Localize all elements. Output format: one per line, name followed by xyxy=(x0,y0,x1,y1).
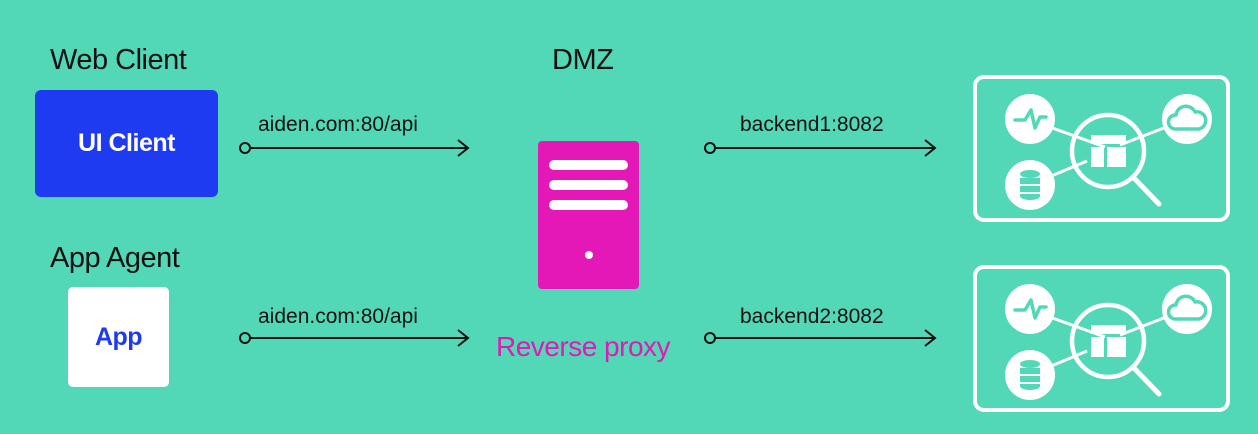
web-client-title: Web Client xyxy=(50,44,187,76)
backend1-panel-icon xyxy=(975,77,1228,220)
edge-label-backend2: backend2:8082 xyxy=(740,305,884,328)
edge-label-backend1: backend1:8082 xyxy=(740,113,884,136)
server-tower-icon xyxy=(538,141,639,289)
arrow-app-to-proxy xyxy=(239,329,470,347)
ui-client-box: UI Client xyxy=(35,90,218,197)
ui-client-label: UI Client xyxy=(78,129,175,157)
app-agent-title: App Agent xyxy=(50,242,180,274)
app-box: App xyxy=(68,287,169,387)
arrow-web-to-proxy xyxy=(239,139,470,157)
arrow-proxy-to-backend2 xyxy=(704,329,937,347)
edge-label-app: aiden.com:80/api xyxy=(258,305,418,328)
dmz-title: DMZ xyxy=(552,44,614,76)
edge-label-web: aiden.com:80/api xyxy=(258,113,418,136)
backend2-panel-icon xyxy=(975,267,1228,410)
reverse-proxy-label: Reverse proxy xyxy=(496,331,671,362)
arrow-proxy-to-backend1 xyxy=(704,139,937,157)
app-label: App xyxy=(94,322,143,351)
